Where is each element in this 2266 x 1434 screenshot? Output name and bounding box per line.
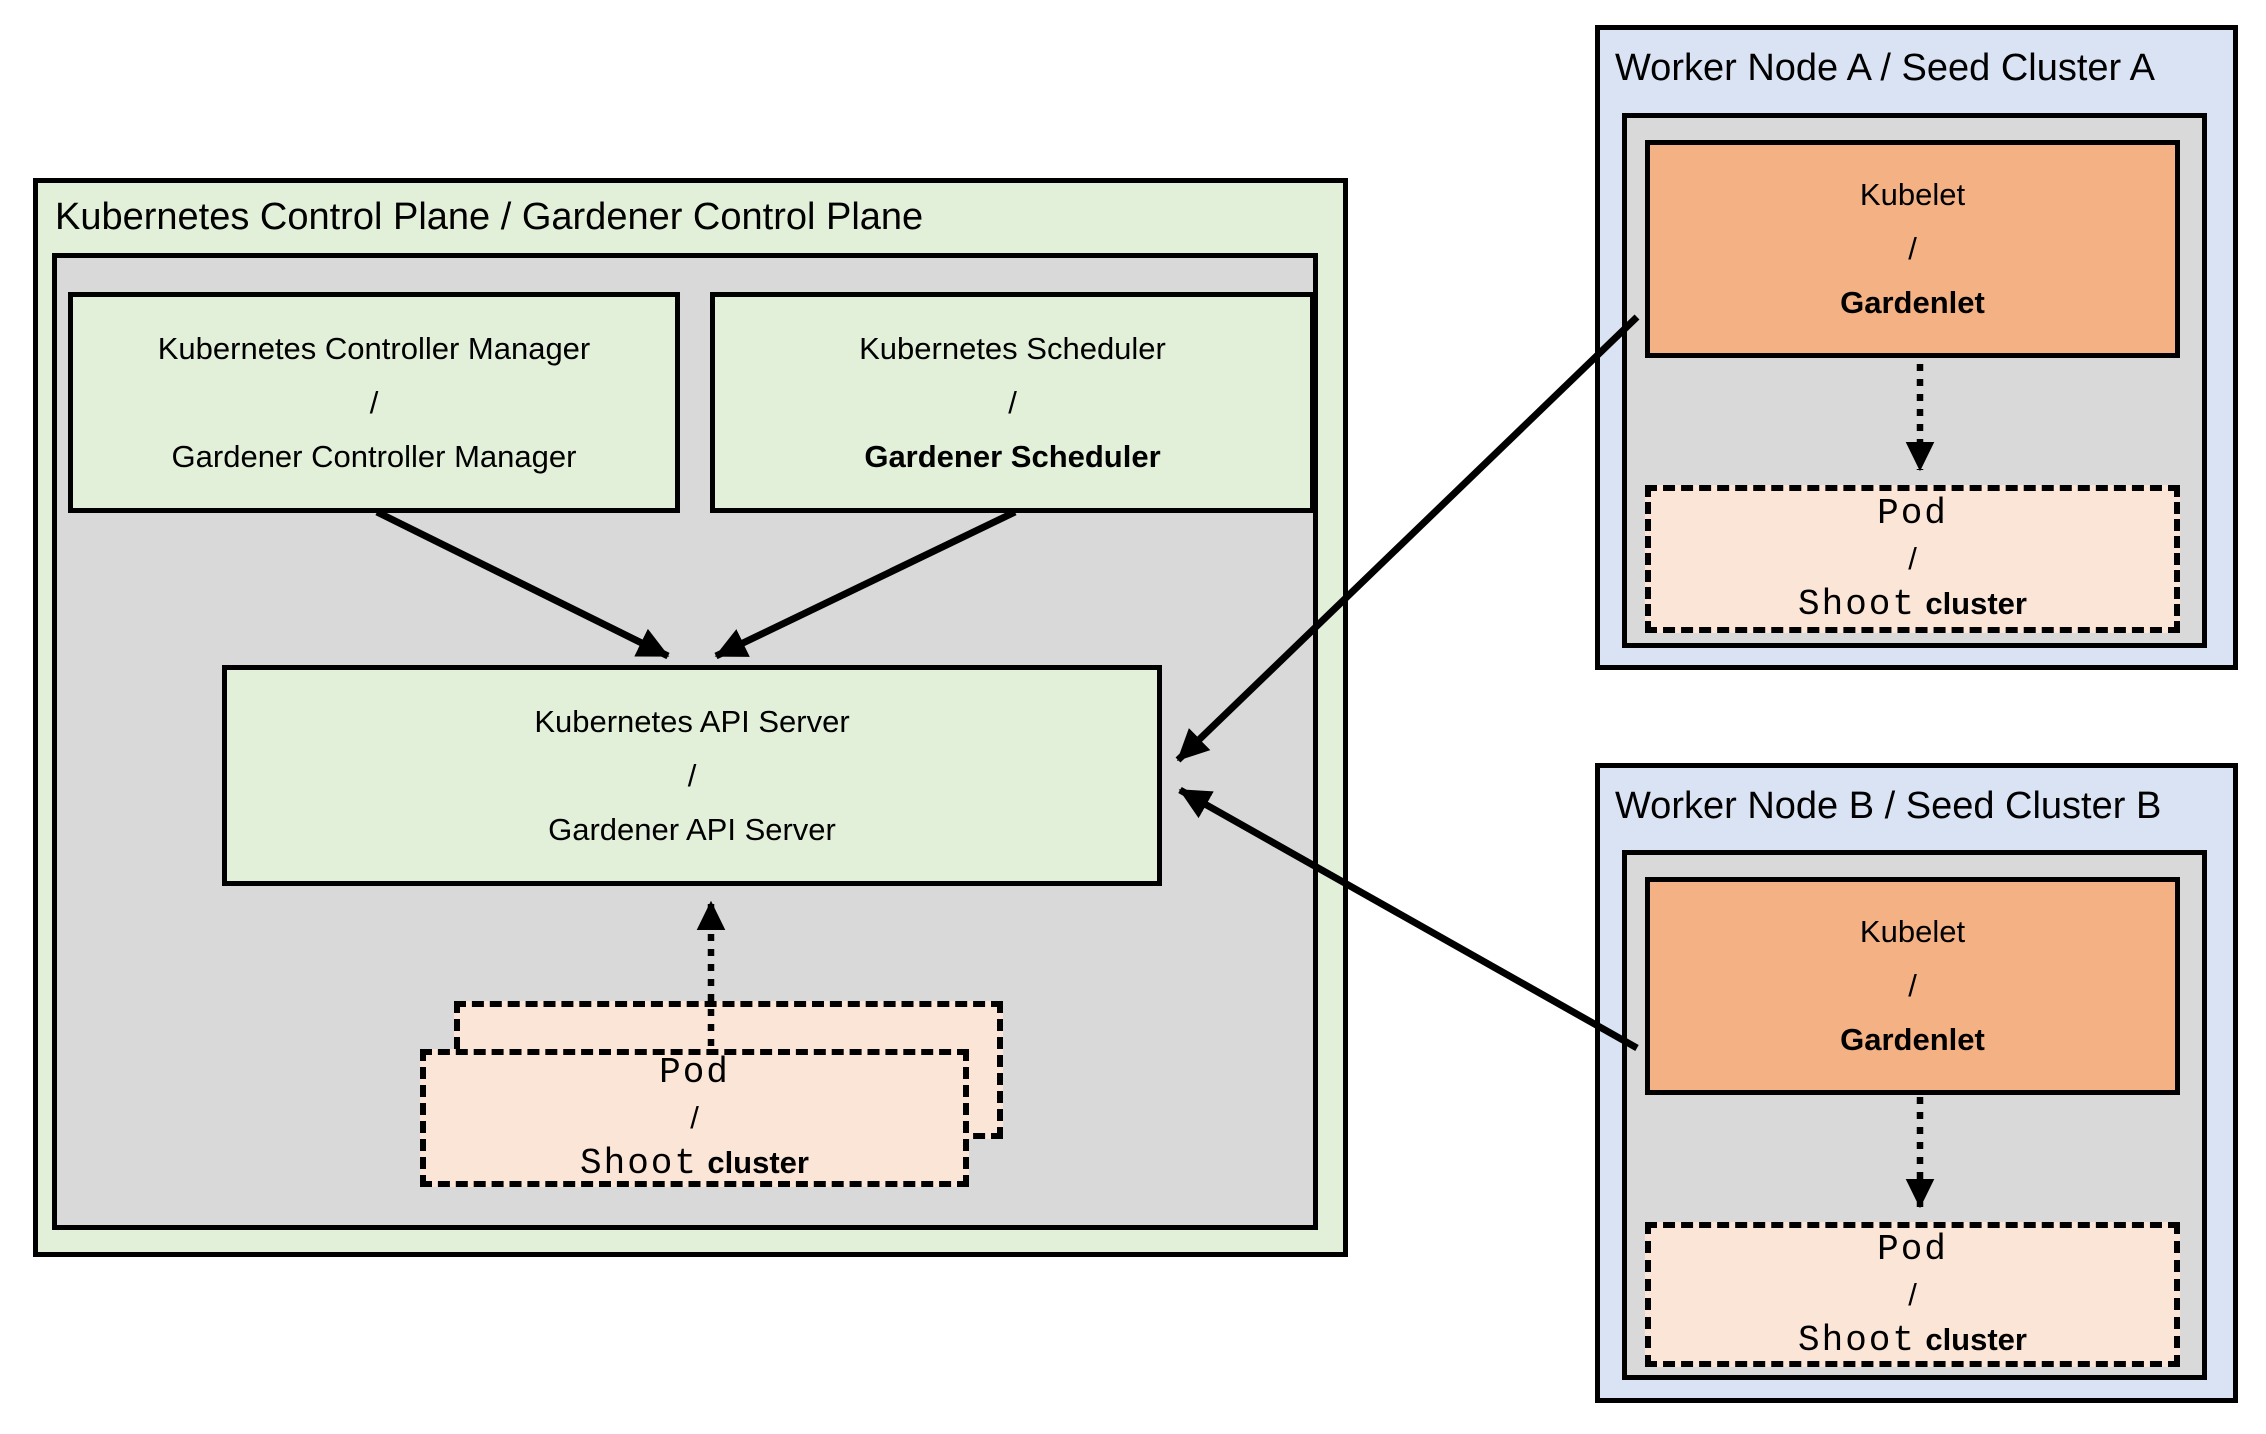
controller-manager-line2: Gardener Controller Manager	[171, 438, 577, 474]
kubelet-b-separator: /	[1908, 968, 1917, 1003]
scheduler-label: Kubernetes Scheduler / Gardener Schedule…	[715, 297, 1310, 508]
pod-line1: Pod	[659, 1052, 730, 1093]
worker-node-b-title: Worker Node B / Seed Cluster B	[1615, 785, 2162, 827]
controller-manager-label: Kubernetes Controller Manager / Gardener…	[73, 297, 675, 508]
kubelet-a-line1: Kubelet	[1859, 177, 1966, 212]
scheduler-line2: Gardener Scheduler	[864, 438, 1161, 474]
worker-node-a-title: Worker Node A / Seed Cluster A	[1615, 47, 2156, 89]
kubelet-b-line1: Kubelet	[1859, 914, 1966, 949]
pod-b-line1: Pod	[1877, 1228, 1948, 1270]
control-plane-title: Kubernetes Control Plane / Gardener Cont…	[55, 196, 924, 238]
api-server-line2: Gardener API Server	[548, 811, 836, 847]
pod-a-line2-code: Shoot	[1798, 584, 1917, 625]
api-server-box: Kubernetes API Server / Gardener API Ser…	[222, 665, 1162, 886]
kubelet-a-line2: Gardenlet	[1840, 285, 1985, 320]
pod-b-separator: /	[1908, 1276, 1917, 1312]
kubelet-b-box: Kubelet / Gardenlet	[1645, 877, 2180, 1095]
api-server-separator: /	[687, 757, 697, 793]
scheduler-separator: /	[1008, 384, 1017, 420]
api-server-line1: Kubernetes API Server	[534, 703, 850, 739]
kubelet-b-line2: Gardenlet	[1840, 1022, 1985, 1057]
kubelet-a-label: Kubelet / Gardenlet	[1650, 145, 2175, 353]
pod-b-line2-code: Shoot	[1798, 1319, 1917, 1361]
pod-line2-text: cluster	[707, 1145, 809, 1180]
controller-manager-line1: Kubernetes Controller Manager	[157, 330, 591, 366]
pod-a-line1: Pod	[1877, 493, 1948, 534]
controller-manager-box: Kubernetes Controller Manager / Gardener…	[68, 292, 680, 513]
kubelet-a-separator: /	[1908, 231, 1917, 266]
kubelet-b-label: Kubelet / Gardenlet	[1650, 882, 2175, 1090]
pod-a-line2-text: cluster	[1925, 586, 2027, 621]
pod-b-line2-text: cluster	[1925, 1321, 2027, 1357]
pod-line2-code: Shoot	[580, 1143, 699, 1184]
kubelet-a-box: Kubelet / Gardenlet	[1645, 140, 2180, 358]
api-server-label: Kubernetes API Server / Gardener API Ser…	[227, 670, 1157, 881]
controller-manager-separator: /	[369, 384, 379, 420]
pod-separator: /	[690, 1100, 699, 1135]
scheduler-line1: Kubernetes Scheduler	[859, 330, 1166, 366]
pod-a-separator: /	[1908, 541, 1917, 576]
scheduler-box: Kubernetes Scheduler / Gardener Schedule…	[710, 292, 1315, 513]
